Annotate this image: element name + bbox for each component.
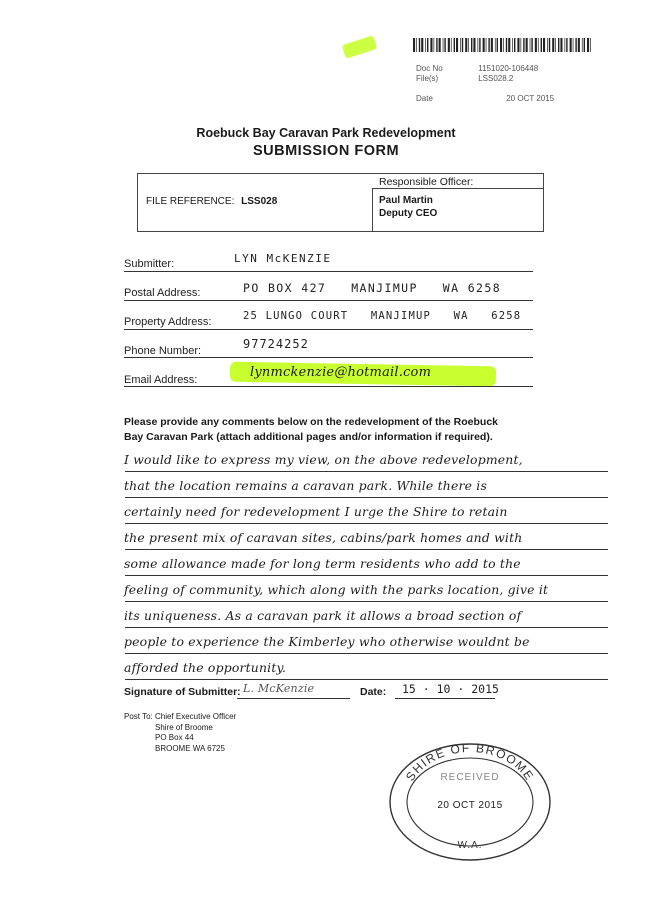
reference-box: FILE REFERENCE: LSS028 Responsible Offic…: [137, 173, 544, 232]
comment-rule: [125, 497, 608, 498]
form-subtitle: SUBMISSION FORM: [252, 143, 400, 159]
postal-address-value: PO BOX 427 MANJIMUP WA 6258: [243, 281, 502, 295]
signature-underline: [237, 698, 350, 699]
officer-label: Responsible Officer:: [379, 176, 474, 188]
officer-name: Paul Martin: [379, 195, 433, 206]
comment-line-5: some allowance made for long term reside…: [124, 556, 521, 571]
instructions: Please provide any comments below on the…: [124, 415, 498, 445]
post-to-line-2: Shire of Broome: [155, 722, 213, 732]
instructions-line-2: Bay Caravan Park (attach additional page…: [124, 431, 493, 443]
post-to-line-4: BROOME WA 6725: [155, 743, 225, 753]
phone-label: Phone Number:: [124, 345, 202, 357]
doc-no-row: Doc No 1151020-106448: [416, 64, 538, 73]
property-address-value: 25 LUNGO COURT MANJIMUP WA 6258: [243, 310, 522, 322]
date-underline: [395, 698, 495, 699]
post-to-line-1: Post To: Chief Executive Officer: [124, 712, 237, 721]
files-value: LSS028.2: [478, 74, 514, 83]
comment-rule: [125, 523, 608, 524]
doc-no-value: 1151020-106448: [478, 64, 539, 73]
email-value: lynmckenzie@hotmail.com: [250, 365, 432, 380]
form-title: Roebuck Bay Caravan Park Redevelopment: [196, 126, 456, 140]
post-to-block: Post To: Chief Executive Officer Shire o…: [124, 712, 236, 754]
file-reference: FILE REFERENCE: LSS028: [146, 196, 277, 207]
comment-line-6: feeling of community, which along with t…: [124, 582, 549, 597]
submitter-value: LYN McKENZIE: [234, 252, 332, 265]
comment-line-3: certainly need for redevelopment I urge …: [124, 504, 508, 519]
stamp-bottom-text: W.A.: [457, 840, 482, 851]
comment-rule: [125, 549, 608, 550]
files-label: File(s): [416, 74, 439, 83]
comment-line-7: its uniqueness. As a caravan park it all…: [124, 608, 522, 623]
comment-rule: [125, 601, 608, 602]
comment-line-9: afforded the opportunity.: [124, 660, 287, 675]
date-row: Date 20 OCT 2015: [416, 94, 554, 103]
postal-address-underline: [124, 300, 533, 301]
email-label: Email Address:: [124, 374, 198, 386]
comment-line-1: I would like to express my view, on the …: [124, 452, 523, 467]
signature-value: L. McKenzie: [243, 682, 315, 695]
comment-rule: [125, 679, 608, 680]
date-value: 20 OCT 2015: [506, 94, 555, 103]
property-address-label: Property Address:: [124, 316, 212, 328]
comment-rule: [125, 627, 608, 628]
barcode: [413, 38, 591, 52]
instructions-line-1: Please provide any comments below on the…: [124, 416, 499, 428]
date-label: Date:: [360, 686, 387, 698]
email-underline: [124, 386, 533, 387]
comment-rule: [125, 471, 608, 472]
submitter-underline: [124, 271, 533, 272]
date-value: 15 · 10 · 2015: [402, 682, 499, 696]
submitter-label: Submitter:: [124, 258, 175, 270]
comment-rule: [125, 653, 608, 654]
signature-label: Signature of Submitter:: [124, 686, 241, 698]
phone-underline: [124, 357, 533, 358]
property-address-underline: [124, 329, 533, 330]
files-row: File(s) LSS028.2: [416, 74, 513, 83]
highlighter-mark: [341, 35, 378, 59]
comment-line-4: the present mix of caravan sites, cabins…: [124, 530, 523, 545]
stamp-date-text: 20 OCT 2015: [437, 800, 502, 811]
file-reference-value: LSS028: [241, 196, 278, 207]
comment-rule: [125, 575, 608, 576]
stamp-received-text: RECEIVED: [440, 772, 499, 783]
officer-title: Deputy CEO: [379, 208, 438, 219]
date-label: Date: [416, 94, 433, 103]
phone-value: 97724252: [243, 337, 309, 351]
comment-line-8: people to experience the Kimberley who o…: [124, 634, 530, 649]
received-stamp: SHIRE OF BROOME RECEIVED 20 OCT 2015 W.A…: [389, 741, 551, 861]
doc-no-label: Doc No: [416, 64, 443, 73]
comment-line-2: that the location remains a caravan park…: [124, 478, 488, 493]
file-reference-label: FILE REFERENCE:: [146, 196, 235, 207]
postal-address-label: Postal Address:: [124, 287, 201, 299]
post-to-line-3: PO Box 44: [155, 733, 194, 742]
